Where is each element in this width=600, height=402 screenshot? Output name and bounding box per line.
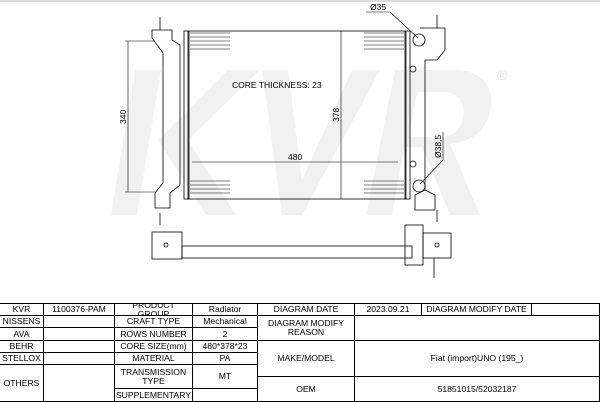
- radiator-technical-drawing: ® CORE THICKNESS: 23 480 378 340 Ø35 Ø38…: [0, 0, 600, 278]
- rows-number-value: 2: [192, 327, 258, 341]
- brand-others: OTHERS: [0, 364, 44, 402]
- brand-value: [43, 327, 115, 341]
- radiator-core: [151, 15, 452, 278]
- registered-mark: ®: [497, 67, 508, 83]
- supplementary-label: SUPPLEMENTARY: [114, 388, 193, 402]
- oem-value: 51851015/52032187: [354, 376, 600, 402]
- transmission-type-label: TRANSMISSION TYPE: [114, 364, 193, 389]
- modify-reason-label: DIAGRAM MODIFY REASON: [257, 315, 355, 341]
- brand-ava: AVA: [0, 327, 44, 341]
- supplementary-value: [192, 388, 258, 402]
- transmission-type-value: MT: [192, 364, 258, 389]
- inlet-diameter: Ø35: [370, 2, 386, 12]
- mount-height-dimension: 340: [118, 110, 128, 124]
- modify-reason-value: [354, 315, 600, 341]
- width-dimension: 480: [288, 152, 302, 162]
- outlet-diameter: Ø38,5: [433, 135, 443, 158]
- dimension-lines: [125, 11, 444, 199]
- kvr-watermark-logo: [111, 70, 492, 215]
- make-model-label: MAKE/MODEL: [257, 340, 355, 377]
- brand-value: [43, 364, 115, 402]
- core-height-dimension: 378: [331, 108, 341, 122]
- oem-label: OEM: [257, 376, 355, 402]
- rows-number-label: ROWS NUMBER: [114, 327, 193, 341]
- make-model-value: Fiat (import)UNO (195_): [354, 340, 600, 377]
- core-thickness-label: CORE THICKNESS: 23: [232, 80, 322, 90]
